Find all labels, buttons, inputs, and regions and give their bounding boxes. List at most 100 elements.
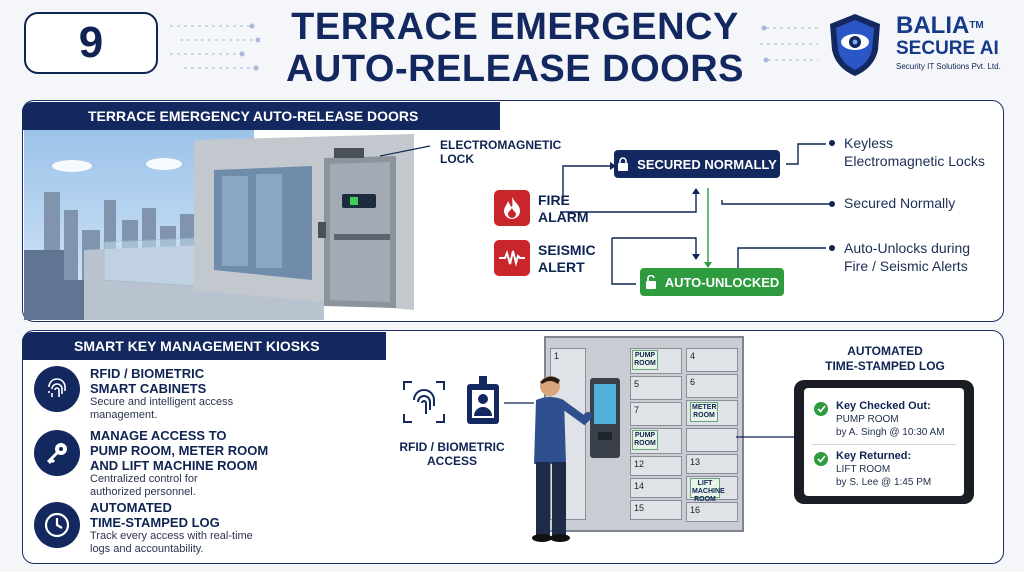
id-badge-icon: [467, 376, 499, 424]
feature-2-desc-2: authorized personnel.: [90, 486, 196, 498]
rfid-access-line2: ACCESS: [426, 454, 477, 468]
feature-1-desc-1: Secure and intelligent access: [90, 396, 234, 408]
fingerprint-icon: [34, 366, 80, 412]
locker-cell[interactable]: 13: [686, 454, 738, 474]
note-secured: Secured Normally: [844, 195, 956, 211]
key-locker-cabinet: 1 PUMP ROOM 5 7 PUMP ROOM 12 14 15 4 6 M…: [544, 336, 744, 532]
feature-2-title-1: MANAGE ACCESS TO: [90, 428, 227, 443]
circuit-decoration-right: [760, 25, 818, 63]
locker-cell[interactable]: [686, 428, 738, 452]
em-lock-label-line1: ELECTROMAGNETIC: [440, 138, 562, 152]
log-entry-2-room: LIFT ROOM: [836, 464, 891, 475]
fire-alarm-line2: ALARM: [538, 209, 589, 225]
title-line-2: AUTO-RELEASE DOORS: [285, 48, 744, 90]
note-keyless-line2: Electromagnetic Locks: [844, 153, 985, 169]
note-keyless: Keyless Electromagnetic Locks: [844, 134, 985, 170]
em-lock-pointer: [380, 145, 431, 157]
secured-state-label: SECURED NORMALLY: [637, 156, 777, 172]
shield-eye-logo-icon: [830, 14, 880, 76]
lock-closed-icon: [618, 157, 629, 171]
fire-icon: [494, 190, 530, 226]
log-entry-2-by: by S. Lee @ 1:45 PM: [836, 477, 932, 488]
seismic-wave-icon: [494, 240, 530, 276]
feature-3-desc-2: logs and accountability.: [90, 543, 204, 555]
circuit-decoration-left: [170, 23, 260, 71]
feature-3-title-1: AUTOMATED: [90, 500, 172, 515]
pump-room-tag-2: PUMP ROOM: [632, 430, 658, 450]
brand-name: BALIATM: [896, 14, 1016, 38]
em-lock-label: ELECTROMAGNETIC LOCK: [440, 138, 561, 166]
seismic-alert-line2: ALERT: [538, 259, 585, 275]
feature-smart-cabinets: RFID / BIOMETRIC SMART CABINETS Secure a…: [90, 366, 290, 422]
kiosk-screen[interactable]: [594, 384, 616, 424]
section-ribbon-doors: TERRACE EMERGENCY AUTO-RELEASE DOORS: [22, 102, 500, 130]
clock-icon: [34, 502, 80, 548]
log-entry-checkout: Key Checked Out: PUMP ROOM by A. Singh @…: [836, 400, 962, 439]
feature-3-title-2: TIME-STAMPED LOG: [90, 515, 220, 530]
check-icon: [814, 452, 828, 466]
key-icon: [34, 430, 80, 476]
check-icon: [814, 402, 828, 416]
locker-cell[interactable]: 12: [630, 456, 682, 476]
fire-alarm-label: FIRE ALARM: [538, 192, 589, 226]
feature-2-desc-1: Centralized control for: [90, 473, 198, 485]
locker-cell[interactable]: 16: [686, 502, 738, 522]
fingerprint-scan-icon: [403, 381, 445, 423]
seismic-alert-label: SEISMIC ALERT: [538, 242, 596, 276]
log-divider: [812, 444, 956, 445]
rfid-access-label: RFID / BIOMETRIC ACCESS: [392, 440, 512, 468]
fire-alarm-line1: FIRE: [538, 192, 570, 208]
feature-2-title-3: AND LIFT MACHINE ROOM: [90, 458, 258, 473]
locker-cell[interactable]: 4: [686, 348, 738, 372]
feature-3-desc-1: Track every access with real-time: [90, 530, 253, 542]
feature-1-title-1: RFID / BIOMETRIC: [90, 366, 205, 381]
note-auto-unlocks: Auto-Unlocks during Fire / Seismic Alert…: [844, 239, 970, 275]
log-entry-1-by: by A. Singh @ 10:30 AM: [836, 427, 945, 438]
meter-room-tag: METER ROOM: [690, 402, 718, 422]
rfid-access-line1: RFID / BIOMETRIC: [399, 440, 505, 454]
auto-unlocked-state: AUTO-UNLOCKED: [640, 268, 784, 296]
note-bullet: [829, 245, 835, 251]
locker-cell[interactable]: 14: [630, 478, 682, 498]
section-number-badge: 9: [24, 12, 158, 74]
note-auto-unlocks-line2: Fire / Seismic Alerts: [844, 258, 968, 274]
seismic-alert-line1: SEISMIC: [538, 242, 596, 258]
feature-time-log: AUTOMATED TIME-STAMPED LOG Track every a…: [90, 500, 310, 556]
locker-cell[interactable]: 7: [630, 402, 682, 426]
locker-cell[interactable]: 6: [686, 374, 738, 398]
log-title-line1: AUTOMATED: [847, 344, 923, 358]
terrace-building-illustration: [24, 130, 414, 320]
log-title-line2: TIME-STAMPED LOG: [825, 359, 945, 373]
log-screen: Key Checked Out: PUMP ROOM by A. Singh @…: [804, 388, 964, 496]
brand-tagline: Security IT Solutions Pvt. Ltd.: [896, 62, 1001, 71]
note-keyless-line1: Keyless: [844, 135, 894, 151]
feature-2-title-2: PUMP ROOM, METER ROOM: [90, 443, 269, 458]
em-lock-label-line2: LOCK: [440, 152, 474, 166]
log-entry-1-room: PUMP ROOM: [836, 414, 899, 425]
log-title: AUTOMATED TIME-STAMPED LOG: [800, 344, 970, 374]
feature-1-desc-2: management.: [90, 409, 158, 421]
page-title: TERRACE EMERGENCY AUTO-RELEASE DOORS: [250, 6, 780, 90]
note-bullet: [829, 201, 835, 207]
badge-pointer: [504, 402, 534, 404]
trademark-mark: TM: [969, 20, 984, 31]
kiosk-reader[interactable]: [598, 432, 612, 440]
log-entry-returned: Key Returned: LIFT ROOM by S. Lee @ 1:45…: [836, 450, 962, 489]
section-ribbon-kiosks: SMART KEY MANAGEMENT KIOSKS: [22, 332, 386, 360]
feature-1-title-2: SMART CABINETS: [90, 381, 207, 396]
log-entry-1-title: Key Checked Out:: [836, 400, 931, 412]
unlocked-state-label: AUTO-UNLOCKED: [664, 274, 780, 290]
note-bullet: [829, 140, 835, 146]
title-line-1: TERRACE EMERGENCY: [291, 6, 739, 48]
lift-room-tag: LIFT MACHINE ROOM: [690, 478, 725, 503]
pump-room-tag: PUMP ROOM: [632, 350, 658, 370]
locker-cell[interactable]: 5: [630, 376, 682, 400]
feature-manage-access: MANAGE ACCESS TO PUMP ROOM, METER ROOM A…: [90, 428, 330, 499]
kiosk-terminal[interactable]: [590, 378, 620, 458]
person-using-kiosk-illustration: [532, 376, 592, 542]
lock-open-icon: [645, 275, 656, 289]
log-entry-2-title: Key Returned:: [836, 450, 912, 462]
brand-block: BALIATM SECURE AI Security IT Solutions …: [896, 14, 1016, 72]
log-pointer: [736, 436, 794, 438]
locker-cell[interactable]: 15: [630, 500, 682, 520]
